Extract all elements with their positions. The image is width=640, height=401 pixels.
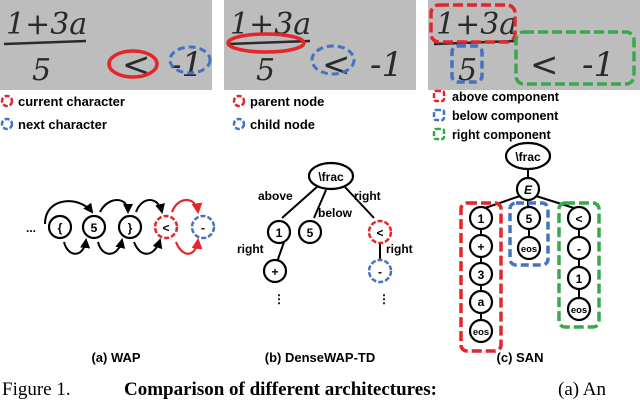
densewap-root: \frac: [318, 170, 344, 184]
legend-child-node: child node: [250, 117, 315, 132]
legend-right-component: right component: [452, 128, 551, 142]
san-right-eos: eos: [571, 305, 587, 316]
tree-parent-ellipse: [226, 32, 306, 54]
subcaption-wap: (a) WAP: [91, 350, 140, 365]
densewap-node-1: 1: [276, 226, 283, 240]
san-right-lt: <: [575, 212, 582, 226]
densewap-diagram: \frac above right below right right 1 5 …: [237, 161, 413, 306]
san-right-box: [514, 30, 636, 86]
green-dashed-square-icon: [432, 127, 446, 141]
san-mid: E: [524, 183, 533, 197]
edge-right-top: right: [354, 189, 381, 203]
wap-current-ellipse: [107, 49, 159, 79]
hw-right: -1: [170, 45, 203, 85]
photo-panel-san: 1+3a 5 < -1: [428, 0, 640, 90]
san-above-eos: eos: [473, 327, 489, 338]
san-above-plus: +: [477, 240, 484, 254]
hw-denominator: 5: [256, 53, 275, 88]
blue-dashed-circle-icon: [0, 117, 14, 131]
san-above-3: 3: [478, 268, 485, 282]
san-diagram: \frac E 1 + 3 a eos 5 eos < - 1 eos: [459, 141, 601, 353]
san-above-1: 1: [478, 212, 485, 226]
san-below-column: [508, 201, 550, 267]
hw-denominator: 5: [32, 53, 51, 88]
hw-relation: <: [530, 45, 559, 85]
legend-above-component: above component: [452, 90, 560, 104]
densewap-node-plus: +: [271, 265, 278, 279]
densewap-node-5: 5: [307, 226, 314, 240]
hw-numerator: 1+3a: [436, 7, 517, 42]
caption-bold: Comparison of different architectures:: [124, 379, 437, 400]
legend-parent-node: parent node: [250, 94, 324, 109]
wap-node-lt: <: [162, 221, 169, 235]
hw-relation: <: [322, 45, 351, 85]
caption-rest: (a) An: [558, 379, 607, 400]
hw-right: -1: [582, 45, 615, 85]
wap-next-ellipse: [168, 45, 212, 75]
hw-numerator: 1+3a: [6, 7, 87, 42]
tree-child-ellipse: [310, 44, 356, 76]
san-above-column: [459, 201, 503, 353]
san-root: \frac: [515, 150, 541, 164]
wap-ellipsis: ...: [26, 221, 36, 235]
wap-node-lbrace: {: [58, 221, 63, 235]
densewap-ellipsis-right: ⋮: [378, 292, 390, 306]
edge-below: below: [318, 206, 353, 220]
legend-wap: current character next character: [0, 94, 125, 132]
subcaption-densewap: (b) DenseWAP-TD: [265, 350, 376, 365]
san-right-minus: -: [577, 242, 581, 256]
san-right-column: [557, 201, 601, 329]
san-above-box: [429, 3, 517, 44]
legend-san: above component below component right co…: [432, 89, 560, 142]
wap-diagram: ... { 5 } < -: [26, 198, 216, 255]
caption-prefix: Figure 1.: [2, 379, 71, 400]
san-above-a: a: [478, 295, 485, 309]
blue-dashed-circle-icon: [232, 117, 246, 131]
edge-right-mid: right: [386, 242, 413, 256]
legend-below-component: below component: [452, 109, 559, 123]
hw-right: -1: [370, 45, 403, 85]
wap-node-rbrace: }: [128, 221, 133, 235]
edge-above: above: [258, 189, 293, 203]
densewap-node-minus: -: [378, 265, 382, 279]
edge-right-left: right: [237, 242, 264, 256]
red-dashed-circle-icon: [232, 94, 246, 108]
photo-panel-tree: 1+3a 5 < -1: [224, 0, 416, 90]
san-below-eos: eos: [521, 244, 537, 255]
legend-current-character: current character: [18, 94, 125, 109]
wap-node-5: 5: [91, 221, 98, 235]
san-below-box: [450, 44, 484, 84]
san-below-5: 5: [526, 212, 533, 226]
legend-next-character: next character: [18, 117, 107, 132]
photo-panel-wap: 1+3a 5 < -1: [0, 0, 212, 90]
densewap-ellipsis-left: ⋮: [273, 292, 285, 306]
wap-node-minus: -: [201, 221, 205, 235]
red-dashed-square-icon: [432, 89, 446, 103]
legend-tree: parent node child node: [232, 94, 324, 132]
hw-denominator: 5: [458, 53, 477, 88]
blue-dashed-square-icon: [432, 108, 446, 122]
red-dashed-circle-icon: [0, 94, 14, 108]
densewap-node-lt: <: [376, 226, 383, 240]
subcaption-san: (c) SAN: [497, 350, 544, 365]
san-right-1: 1: [576, 272, 583, 286]
